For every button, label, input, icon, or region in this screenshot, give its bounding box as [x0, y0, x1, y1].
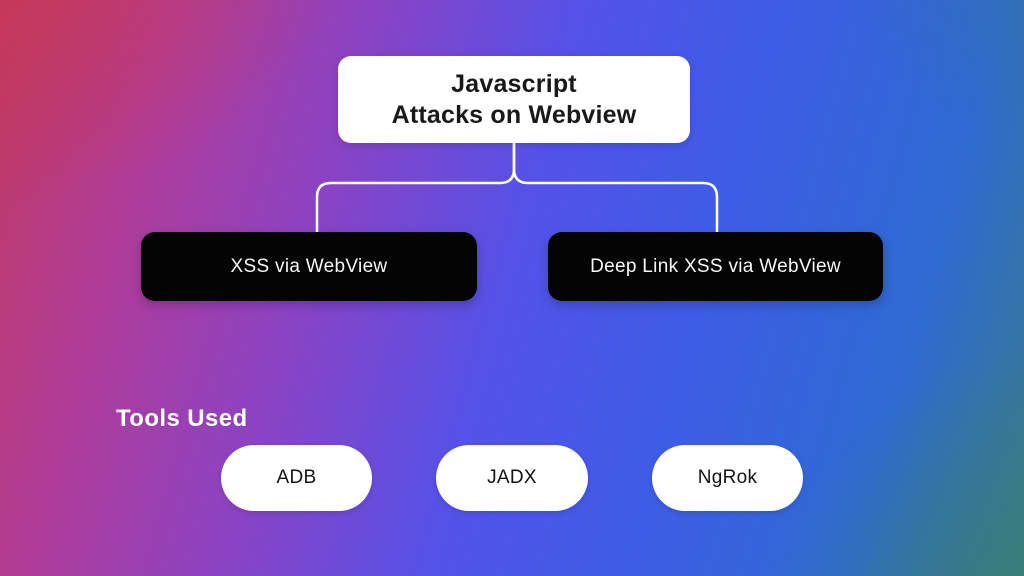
child-node-xss-via-webview: XSS via WebView: [141, 232, 477, 301]
connector-root-to-right-child: [512, 143, 719, 233]
child-node-label: Deep Link XSS via WebView: [590, 255, 841, 277]
tool-pill-adb: ADB: [221, 445, 372, 511]
tool-pill-label: ADB: [276, 467, 317, 488]
root-node-label-line2: Attacks on Webview: [391, 100, 637, 129]
child-node-deep-link-xss-via-webview: Deep Link XSS via WebView: [548, 232, 883, 301]
tool-pill-ngrok: NgRok: [652, 445, 803, 511]
root-node-label-line1: Javascript: [451, 69, 577, 98]
tools-used-heading: Tools Used: [116, 405, 248, 432]
tool-pill-label: JADX: [487, 467, 537, 488]
tool-pill-jadx: JADX: [436, 445, 588, 511]
root-node-javascript-attacks: Javascript Attacks on Webview: [338, 56, 690, 143]
tool-pill-label: NgRok: [697, 467, 758, 488]
connector-root-to-left-child: [315, 143, 516, 233]
child-node-label: XSS via WebView: [230, 255, 388, 277]
